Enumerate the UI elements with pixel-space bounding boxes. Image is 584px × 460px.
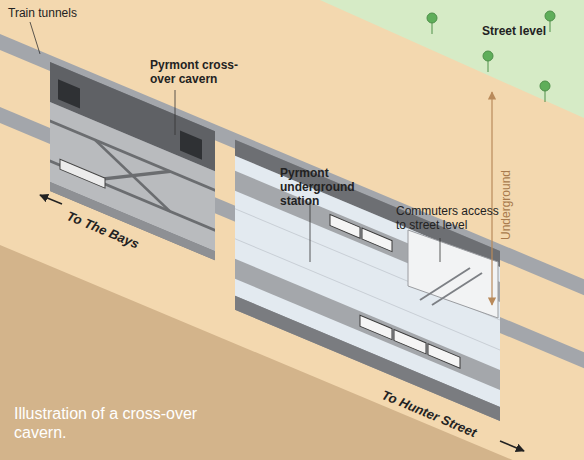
street-label: Street level	[482, 24, 582, 38]
cavern-label: Pyrmont cross-over cavern	[150, 58, 250, 86]
tunnel-label: Train tunnels	[8, 6, 108, 20]
access-label: Commuters access to street level	[396, 204, 508, 232]
depth-label: Underground	[499, 170, 513, 240]
station-label: Pyrmont underground station	[280, 166, 390, 208]
caption: Illustration of a cross-over cavern.	[14, 404, 244, 442]
